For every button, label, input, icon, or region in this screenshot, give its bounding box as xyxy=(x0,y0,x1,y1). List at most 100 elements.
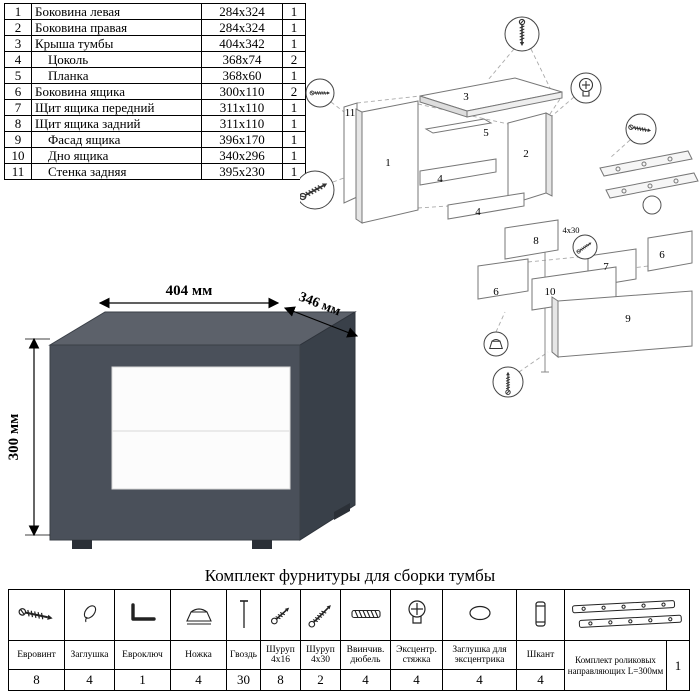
threaded-dowel-icon xyxy=(341,590,390,641)
part-drawer-back xyxy=(504,219,559,260)
leg-callout xyxy=(483,331,509,357)
wooden-dowel-icon xyxy=(517,590,564,641)
cabinet-foot xyxy=(252,540,272,549)
hardware-name: Эксцентр. стяжка xyxy=(391,641,442,670)
part-size: 395x230 xyxy=(201,163,283,180)
screw-callout xyxy=(504,16,540,52)
diagram-screw-note: 4х30 xyxy=(563,225,580,235)
hardware-name: Шкант xyxy=(517,641,564,670)
part-size: 340x296 xyxy=(201,147,283,164)
part-number: 9 xyxy=(4,131,32,148)
part-name: Боковина левая xyxy=(31,3,202,20)
confirmat-callout xyxy=(300,170,335,210)
hardware-item: Эксцентр. стяжка 4 xyxy=(391,590,443,690)
part-plinth-2 xyxy=(447,192,525,220)
part-name: Дно ящика xyxy=(31,147,202,164)
cabinet-foot xyxy=(72,540,92,549)
part-name: Боковина правая xyxy=(31,19,202,36)
hardware-item: Евроключ 1 xyxy=(115,590,171,690)
hardware-name: Заглушка xyxy=(65,641,114,670)
dimension-width-label: 404 мм xyxy=(166,283,213,299)
part-size: 284x324 xyxy=(201,3,283,20)
hardware-qty: 1 xyxy=(139,672,146,687)
diagram-part-label: 8 xyxy=(533,235,539,247)
hardware-name: Заглушка для эксцентрика xyxy=(443,641,516,670)
part-name: Планка xyxy=(31,67,202,84)
part-number: 10 xyxy=(4,147,32,164)
part-name: Стенка задняя xyxy=(31,163,202,180)
dimension-height-label: 300 мм xyxy=(6,414,22,461)
part-size: 300x110 xyxy=(201,83,283,100)
cam-lock-callout xyxy=(570,72,602,104)
hardware-item: Ввинчив. дюбель 4 xyxy=(341,590,391,690)
part-size: 311x110 xyxy=(201,99,283,116)
drawer-front xyxy=(111,366,291,490)
diagram-part-label: 9 xyxy=(625,313,631,325)
cabinet-foot xyxy=(334,503,350,520)
hardware-kit-title: Комплект фурнитуры для сборки тумбы xyxy=(204,566,496,585)
part-size: 368x60 xyxy=(201,67,283,84)
part-number: 5 xyxy=(4,67,32,84)
hardware-table: Евровинт 8 Заглушка 4 Евроключ 1 Ножка 4 xyxy=(8,589,690,691)
hardware-name: Евровинт xyxy=(9,641,64,670)
part-size: 284x324 xyxy=(201,19,283,36)
hardware-name: Комплект роликовых направляющих L=300мм xyxy=(565,641,667,690)
diagram-part-label: 6 xyxy=(659,249,665,261)
screw-icon xyxy=(261,590,300,641)
part-qty: 2 xyxy=(282,51,306,68)
screw-icon xyxy=(301,590,340,641)
screw-callout xyxy=(572,234,598,260)
diagram-part-label: 4 xyxy=(437,173,443,185)
hex-key-icon xyxy=(115,590,170,641)
drawer-slides-icon xyxy=(565,590,689,641)
diagram-part-label: 3 xyxy=(463,91,469,103)
diagram-part-label: 10 xyxy=(545,286,557,298)
diagram-part-label: 1 xyxy=(385,157,391,169)
hardware-item: Гвоздь 30 xyxy=(227,590,261,690)
diagram-part-label: 6 xyxy=(493,286,499,298)
leg-icon xyxy=(171,590,226,641)
part-number: 2 xyxy=(4,19,32,36)
part-drawer-side-right xyxy=(647,230,693,272)
hardware-name: Ввинчив. дюбель xyxy=(341,641,390,670)
part-name: Крыша тумбы xyxy=(31,35,202,52)
part-left-side xyxy=(355,100,419,224)
exploded-diagram: 1 2 3 4 4 5 6 6 7 8 9 10 11 4х30 xyxy=(300,16,699,398)
cabinet-3d-body xyxy=(48,311,357,549)
hardware-qty: 4 xyxy=(195,672,202,687)
hardware-qty: 4 xyxy=(537,672,544,687)
confirmat-screw-icon xyxy=(9,590,64,641)
hardware-qty: 1 xyxy=(674,657,682,673)
cabinet-illustration: 404 мм 346 мм 300 мм xyxy=(6,283,359,549)
hardware-item: Комплект роликовых направляющих L=300мм … xyxy=(565,590,689,690)
hardware-qty: 30 xyxy=(237,672,250,687)
hardware-qty: 8 xyxy=(277,672,284,687)
diagram-part-label: 4 xyxy=(475,206,481,218)
hardware-qty: 4 xyxy=(413,672,420,687)
screw-callout xyxy=(492,366,524,398)
hardware-item: Шкант 4 xyxy=(517,590,565,690)
hardware-name: Евроключ xyxy=(115,641,170,670)
screw-callout xyxy=(305,78,335,108)
part-number: 3 xyxy=(4,35,32,52)
diagram-part-label: 7 xyxy=(603,261,609,273)
part-qty: 1 xyxy=(282,67,306,84)
hardware-name: Шуруп 4х16 xyxy=(261,641,300,670)
hardware-item: Заглушка для эксцентрика 4 xyxy=(443,590,517,690)
part-number: 6 xyxy=(4,83,32,100)
hardware-qty: 4 xyxy=(362,672,369,687)
cam-cap-icon xyxy=(443,590,516,641)
diagram-part-label: 2 xyxy=(523,148,529,160)
part-number: 1 xyxy=(4,3,32,20)
hardware-item: Шуруп 4х16 8 xyxy=(261,590,301,690)
hardware-qty: 8 xyxy=(33,672,40,687)
hardware-qty: 4 xyxy=(86,672,93,687)
